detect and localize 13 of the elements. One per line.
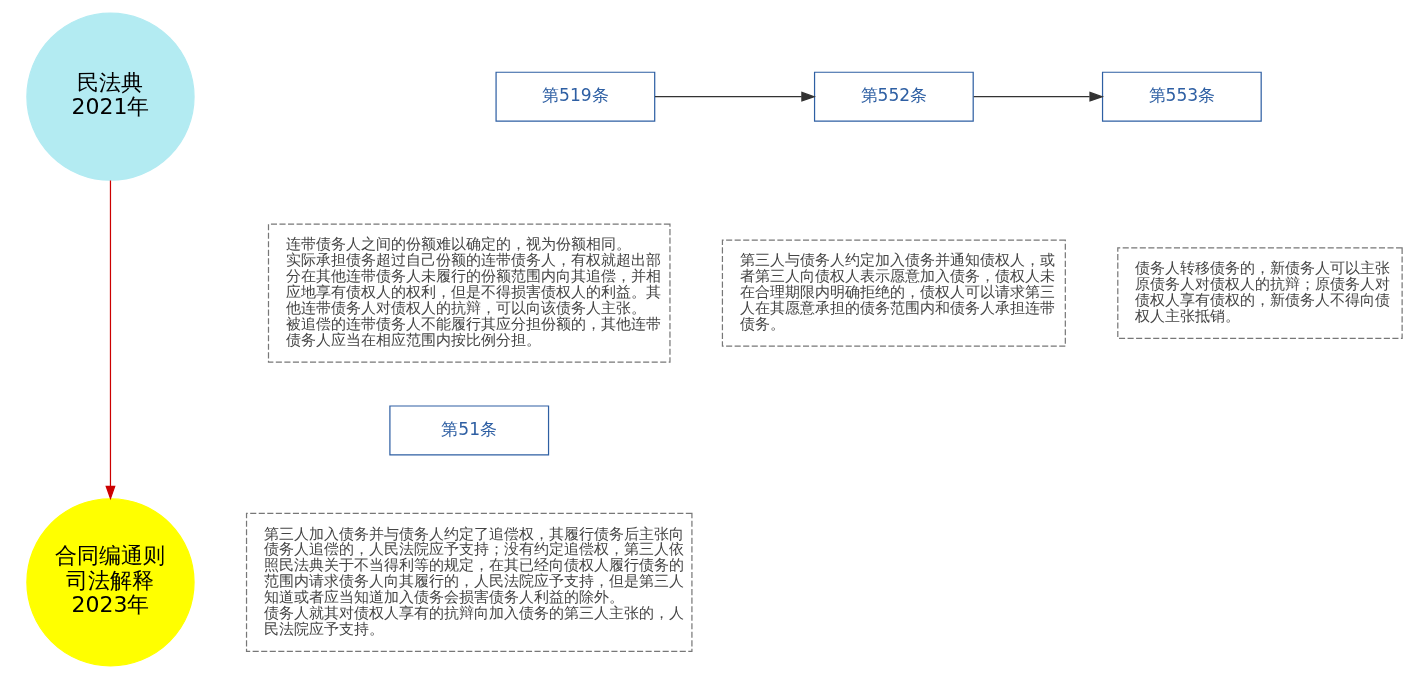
node-box: 第三人加入债务并与债务人约定了追偿权，其履行债务后主张向债务人追偿的，人民法院应予支持；没有约定追偿权，第三人依照民法典关于不当得利等的规定，在其已经向债权人履行债务的范围内请求债务人向其履行的，人民法院应予支持，但是第三人知道或者应当知道加入债务会损害债务人利益的除外。 债务人就其对债权人享有的抗辩向加入债务的第三人主张的，人民法院应予支持。: [245, 512, 693, 652]
node-box: 第553条: [1101, 71, 1262, 122]
arrow: [653, 91, 816, 102]
node-circle: 民法典 2021年: [25, 12, 195, 181]
arrow: [104, 179, 116, 501]
node-box: 债务人转移债务的，新债务人可以主张原债务人对债权人的抗辩；原债务人对债权人享有债权的，新债务人不得向债权人主张抵销。: [1116, 247, 1403, 339]
node-box: 第三人与债务人约定加入债务并通知债权人，或者第三人向债权人表示愿意加入债务，债权人未在合理期限内明确拒绝的，债权人可以请求第三人在其愿意承担的债务范围内和债务人承担连带债务。: [721, 239, 1066, 347]
node-box: 第552条: [813, 71, 974, 122]
node-box: 第51条: [388, 405, 549, 456]
node-box: 连带债务人之间的份额难以确定的，视为份额相同。 实际承担债务超过自己份额的连带债务人，有权就超出部分在其他连带债务人未履行的份额范围内向其追偿，并相应地享有债权人的权利，但是不得损害债权人的利益。其他连带债务人对债权人的抗辩，可以向该债务人主张。 被追偿的连带债务人不能履行其应分担份额的，其他连带债务人应当在相应范围内按比例分担。: [267, 223, 671, 363]
node-circle: 合同编通则司法解释 2023年: [25, 498, 195, 667]
arrow: [972, 91, 1104, 102]
node-box: 第519条: [494, 71, 655, 122]
